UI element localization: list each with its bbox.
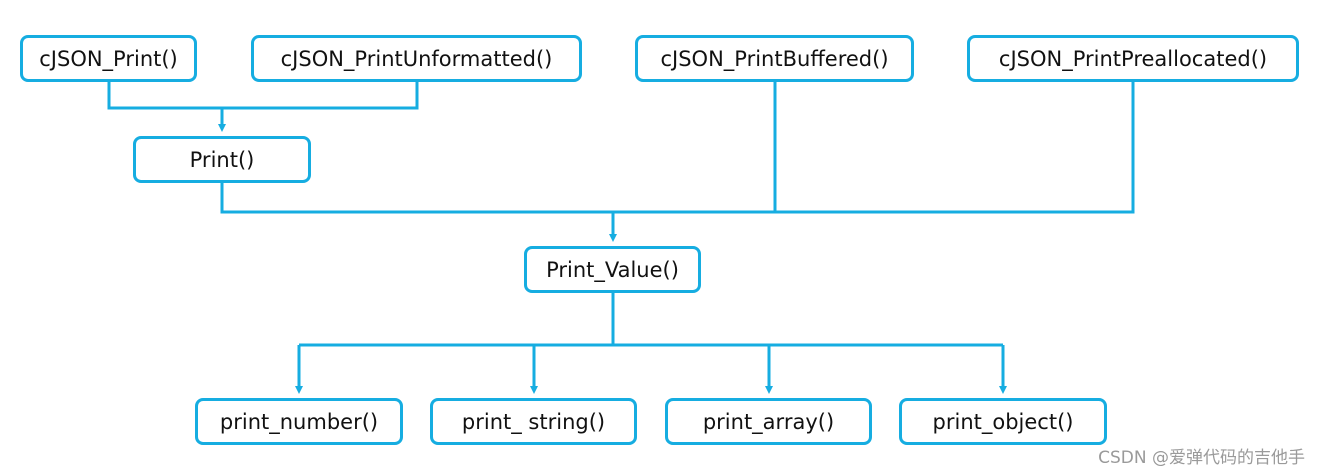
edge-buffered-to-print-value xyxy=(613,82,777,214)
node-print-array: print_array() xyxy=(665,398,872,445)
edge-print-to-print-value xyxy=(220,183,613,214)
node-print: Print() xyxy=(133,136,311,183)
node-print-number: print_number() xyxy=(195,398,403,445)
edge-cjson-unformatted-to-print xyxy=(222,82,419,110)
node-print-string: print_ string() xyxy=(430,398,637,445)
node-print-object: print_object() xyxy=(899,398,1107,445)
edge-cjson-print-to-print xyxy=(107,82,222,110)
node-cjson-print-preallocated: cJSON_PrintPreallocated() xyxy=(967,35,1299,82)
node-cjson-print: cJSON_Print() xyxy=(20,35,197,82)
node-cjson-print-unformatted: cJSON_PrintUnformatted() xyxy=(251,35,582,82)
watermark: CSDN @爱弹代码的吉他手 xyxy=(1098,448,1305,468)
node-print-value: Print_Value() xyxy=(524,246,701,293)
edge-preallocated-to-print-value xyxy=(775,82,1135,214)
node-cjson-print-buffered: cJSON_PrintBuffered() xyxy=(635,35,914,82)
